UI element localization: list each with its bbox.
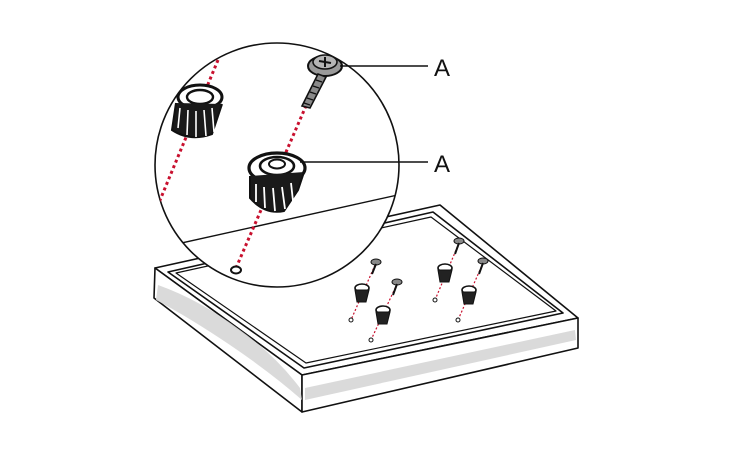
- screw-icon: [391, 278, 403, 296]
- spacer-icon: [247, 151, 307, 213]
- callout-screw: A: [340, 55, 450, 82]
- panel-mount-set-4: [455, 257, 489, 323]
- callout-label-screw: A: [434, 55, 450, 82]
- spacer-icon: [170, 83, 224, 139]
- spacer-icon: [354, 283, 370, 303]
- callout-spacer: A: [300, 151, 450, 178]
- magnifier-circle: [154, 42, 400, 288]
- screw-icon: [477, 257, 489, 275]
- panel-mount-set-3: [432, 237, 465, 303]
- callout-label-spacer: A: [434, 151, 450, 178]
- screw-icon: [370, 258, 382, 275]
- panel-side-band-right: [305, 330, 576, 400]
- spacer-icon: [437, 263, 453, 283]
- panel-mount-set-2: [368, 278, 403, 343]
- screw-icon: [300, 54, 343, 109]
- panel-side-band: [156, 285, 302, 400]
- panel-mount-set-1: [348, 258, 382, 323]
- screw-icon: [453, 237, 465, 255]
- zoom-mount-hole: [230, 265, 242, 275]
- spacer-icon: [461, 285, 477, 305]
- zoom-panel-edge: [155, 189, 399, 251]
- spacer-icon: [375, 305, 391, 325]
